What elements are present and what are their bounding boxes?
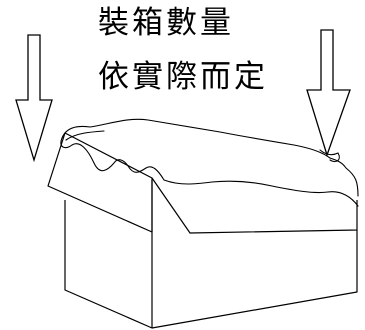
right-down-arrow-icon: [307, 30, 350, 155]
caption-line-2: 依實際而定: [98, 59, 268, 95]
carton-box: [48, 133, 357, 328]
left-down-arrow-icon: [16, 35, 52, 160]
wrapping-film: [61, 119, 358, 206]
caption-line-1: 裝箱數量: [98, 5, 234, 41]
